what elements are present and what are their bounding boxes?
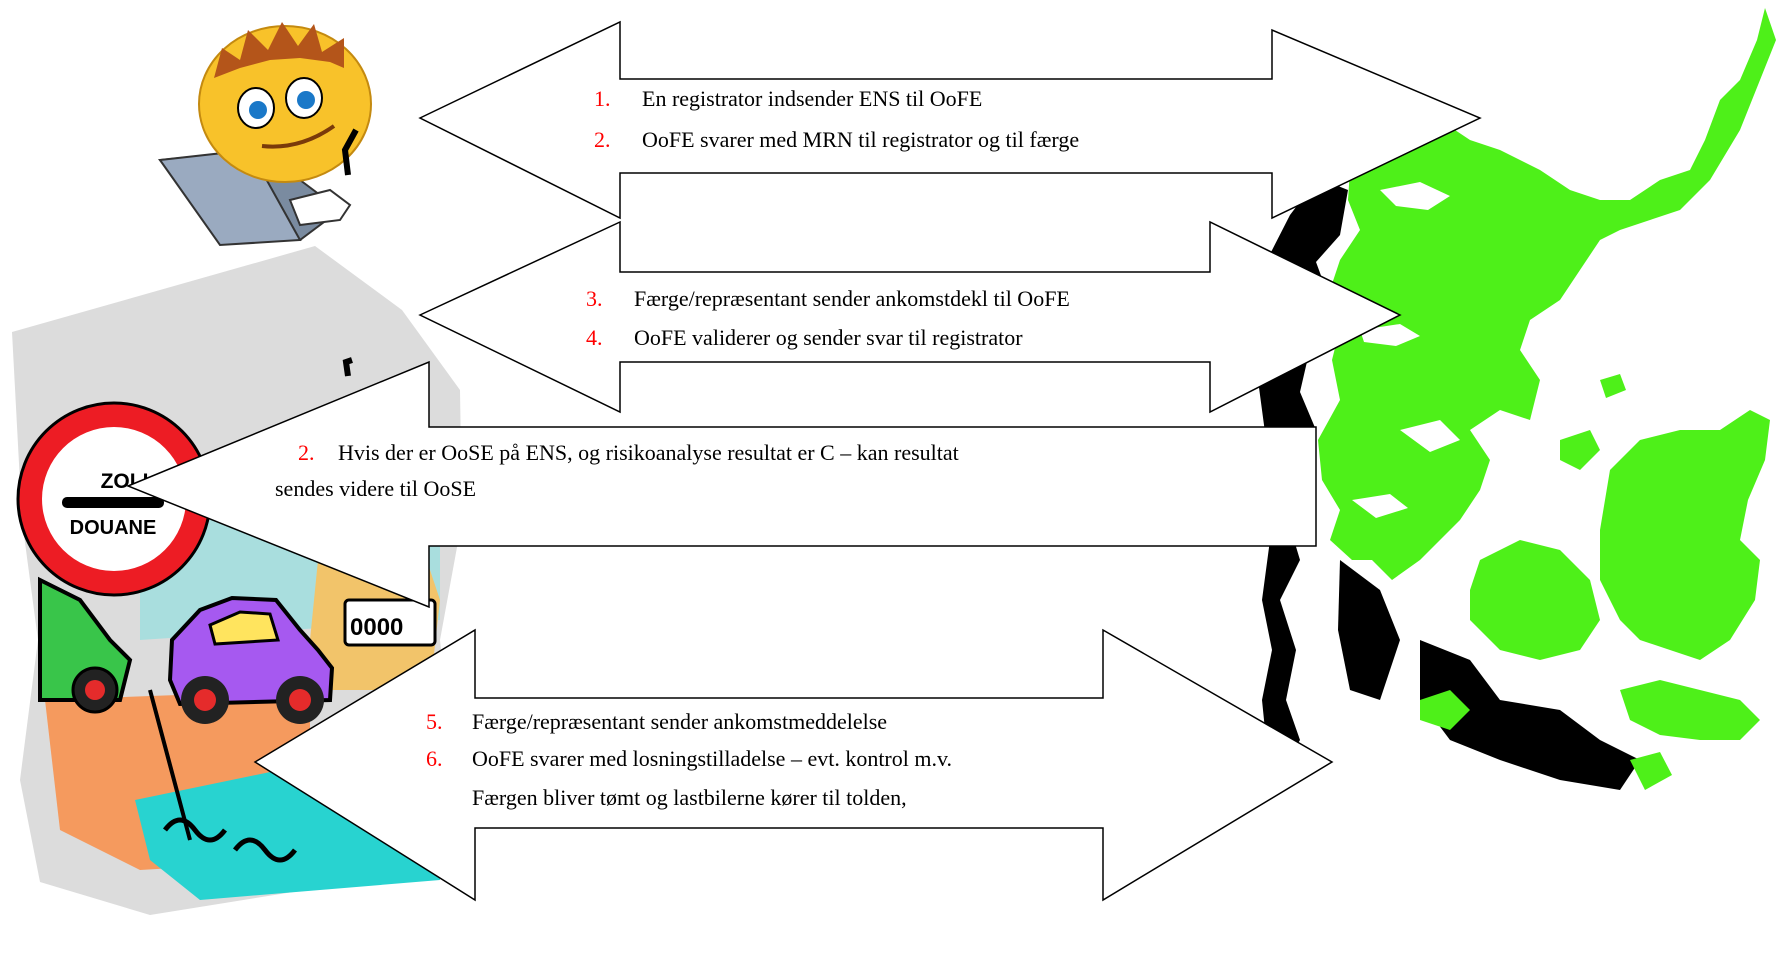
lamp-post	[342, 357, 353, 377]
step-text: OoFE validerer og sender svar til regist…	[634, 325, 1023, 350]
green-car-hubcap	[85, 680, 105, 700]
purple-car-hubcap	[289, 689, 311, 711]
map-island	[1560, 430, 1600, 470]
arrow-4-text: 5. Færge/repræsentant sender ankomstmedd…	[426, 709, 952, 810]
emoji-hair	[214, 22, 344, 78]
map-lolland	[1620, 680, 1760, 740]
step-number: 2.	[298, 440, 315, 465]
step-number: 2.	[594, 127, 611, 152]
ship-cabin	[343, 598, 437, 647]
map-fjord	[1352, 494, 1408, 518]
registrator-emoji	[158, 22, 372, 247]
ship-portholes: 0000	[350, 614, 403, 641]
emoji-pupil	[297, 91, 315, 109]
emoji-pupil	[249, 101, 267, 119]
arrow-3-text: 2. Hvis der er OoSE på ENS, og risikoana…	[275, 440, 959, 501]
map-fjord	[1360, 324, 1420, 346]
arrow-1-shape	[418, 20, 1482, 220]
green-car-body	[38, 576, 133, 702]
map-island	[1420, 690, 1470, 730]
map-funen	[1470, 540, 1600, 660]
headset-mic	[341, 128, 359, 176]
purple-car-hubcap	[194, 689, 216, 711]
step-number: 1.	[594, 86, 611, 111]
map-island	[1630, 752, 1672, 790]
emoji-hand	[288, 188, 352, 227]
arrow-1-text: 1. En registrator indsender ENS til OoFE…	[594, 86, 1079, 152]
denmark-map	[1258, 8, 1776, 790]
step-text: sendes videre til OoSE	[275, 476, 476, 501]
emoji-smile	[261, 124, 336, 149]
water-wave	[163, 817, 227, 843]
step-text: OoFE svarer med MRN til registrator og t…	[642, 127, 1079, 152]
customs-sign-bar	[62, 497, 164, 508]
water-wave	[233, 837, 297, 863]
step-number: 3.	[586, 286, 603, 311]
map-island	[1600, 374, 1626, 398]
step-text: Hvis der er OoSE på ENS, og risikoanalys…	[338, 440, 959, 465]
step-text: Færgen bliver tømt og lastbilerne kører …	[472, 785, 907, 810]
step-text: OoFE svarer med losningstilladelse – evt…	[472, 746, 952, 771]
map-zealand	[1600, 410, 1770, 660]
map-fjord	[1400, 420, 1460, 452]
step-text: Færge/repræsentant sender ankomstmeddele…	[472, 709, 887, 734]
step-text: En registrator indsender ENS til OoFE	[642, 86, 982, 111]
arrow-2-text: 3. Færge/repræsentant sender ankomstdekl…	[586, 286, 1070, 350]
step-text: Færge/repræsentant sender ankomstdekl ti…	[634, 286, 1070, 311]
step-number: 5.	[426, 709, 443, 734]
step-number: 6.	[426, 746, 443, 771]
arrow-2-shape	[418, 220, 1402, 414]
barrier-pole	[148, 689, 192, 841]
arrow-4-shape	[253, 628, 1334, 902]
map-fjord	[1380, 182, 1450, 210]
map-shadow	[1338, 560, 1400, 700]
arrow-3-shape	[126, 360, 1317, 609]
step-number: 4.	[586, 325, 603, 350]
customs-sign-line2: DOUANE	[70, 517, 157, 539]
purple-car-window	[208, 610, 280, 646]
map-shadow	[1420, 640, 1640, 790]
